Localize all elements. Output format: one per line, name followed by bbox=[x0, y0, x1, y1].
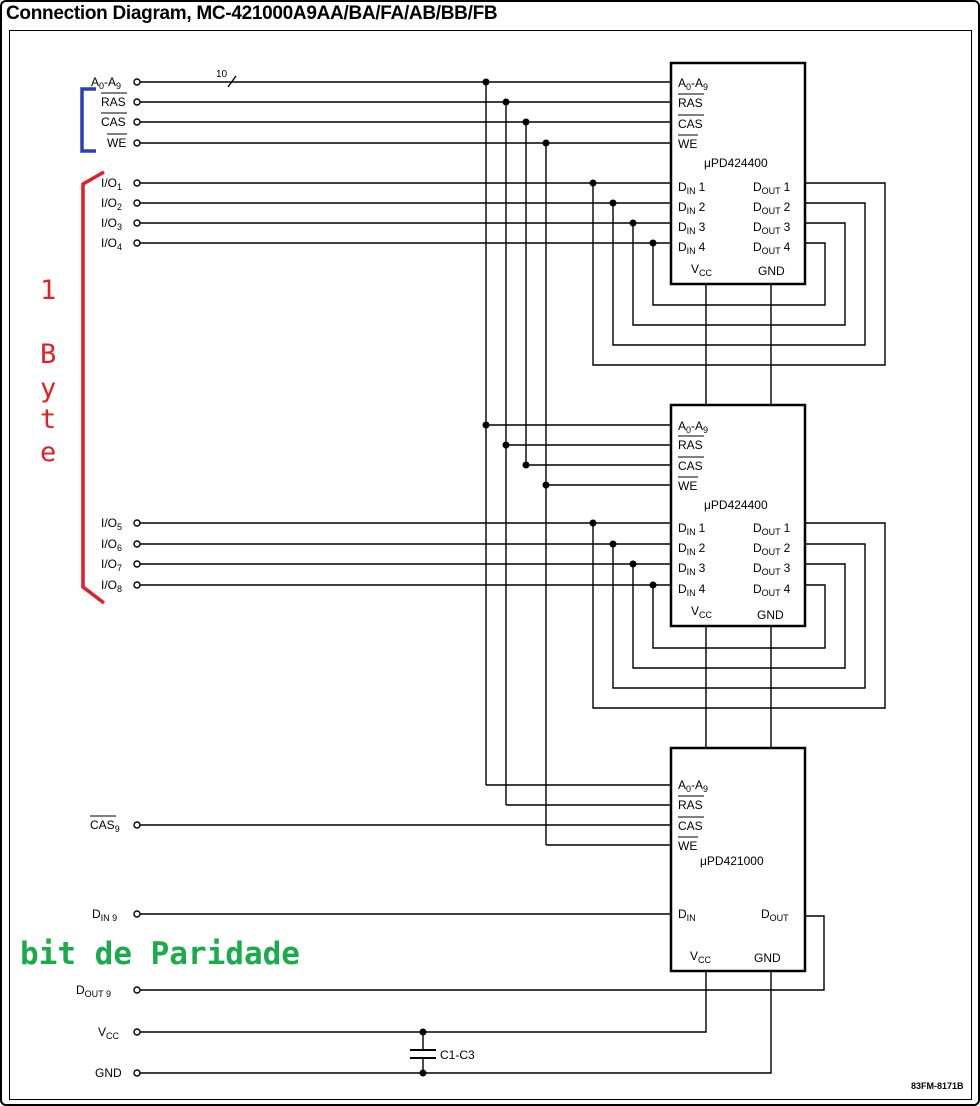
io-group-2 bbox=[140, 519, 886, 709]
svg-text:GND: GND bbox=[757, 608, 784, 622]
io1-label: I/O1 bbox=[101, 176, 122, 192]
svg-text:DIN: DIN bbox=[678, 907, 696, 923]
byte-annotation-y: y bbox=[40, 373, 56, 404]
junction-dot bbox=[542, 139, 550, 147]
parity-annotation: bit de Paridade bbox=[20, 936, 300, 972]
terminals bbox=[133, 78, 141, 1077]
io8-label: I/O8 bbox=[101, 578, 122, 594]
capacitor-symbol bbox=[410, 1028, 436, 1077]
dout9-label: DOUT 9 bbox=[76, 983, 111, 999]
byte-annotation-e: e bbox=[40, 437, 56, 468]
svg-text:VCC: VCC bbox=[690, 949, 712, 965]
chip-1-part: μPD424400 bbox=[704, 156, 768, 170]
io3-label: I/O3 bbox=[101, 216, 122, 232]
svg-text:WE: WE bbox=[678, 839, 697, 853]
svg-text:GND: GND bbox=[758, 264, 785, 278]
svg-text:RAS: RAS bbox=[678, 798, 703, 812]
chip-2-part: μPD424400 bbox=[704, 498, 768, 512]
junction-dot bbox=[482, 421, 490, 429]
svg-text:WE: WE bbox=[678, 137, 697, 151]
io4-label: I/O4 bbox=[101, 236, 122, 252]
cas-signal-label: CAS bbox=[101, 115, 126, 129]
dout9-wire bbox=[140, 915, 825, 991]
we-signal-label: WE bbox=[107, 136, 126, 150]
svg-text:WE: WE bbox=[678, 479, 697, 493]
gnd-label: GND bbox=[95, 1066, 122, 1080]
svg-text:RAS: RAS bbox=[678, 96, 703, 110]
junction-dot bbox=[502, 441, 510, 449]
address-signal-label: A0-A9 bbox=[91, 75, 121, 91]
chip-2-body bbox=[669, 403, 807, 628]
ras-signal-label: RAS bbox=[101, 95, 126, 109]
bus-width-label: 10 bbox=[216, 69, 228, 80]
control-bracket bbox=[80, 87, 96, 153]
diagram-border bbox=[9, 30, 972, 1100]
svg-text:VCC: VCC bbox=[691, 604, 713, 620]
io2-label: I/O2 bbox=[101, 196, 122, 212]
svg-text:VCC: VCC bbox=[691, 262, 713, 278]
vcc-wire bbox=[140, 971, 707, 1033]
svg-text:CAS: CAS bbox=[678, 117, 703, 131]
chip-3-part: μPD421000 bbox=[700, 854, 764, 868]
svg-text:DOUT: DOUT bbox=[761, 907, 789, 923]
junction-dot bbox=[482, 78, 490, 86]
io7-label: I/O7 bbox=[101, 557, 122, 573]
byte-bracket bbox=[81, 170, 106, 605]
svg-text:GND: GND bbox=[754, 951, 781, 965]
io5-label: I/O5 bbox=[101, 516, 122, 532]
byte-annotation-b: B bbox=[40, 339, 56, 370]
gnd-wire bbox=[140, 971, 772, 1074]
junction-dot bbox=[522, 118, 530, 126]
byte-annotation-t: t bbox=[40, 404, 56, 435]
diagram-title: Connection Diagram, MC-421000A9AA/BA/FA/… bbox=[6, 3, 498, 24]
capacitor-label: C1-C3 bbox=[440, 1048, 475, 1062]
chip-3-body bbox=[669, 746, 807, 973]
chip-3-pins: A0-A9 RAS CAS WE μPD421000 DIN DOUT VCC … bbox=[678, 778, 789, 965]
din9-label: DIN 9 bbox=[92, 907, 117, 923]
cas9-label: CAS9 bbox=[90, 818, 120, 834]
junction-dot bbox=[502, 98, 510, 106]
svg-text:A0-A9: A0-A9 bbox=[678, 419, 708, 435]
drawing-code: 83FM-8171B bbox=[911, 1081, 964, 1091]
byte-annotation-1: 1 bbox=[40, 275, 56, 306]
io6-label: I/O6 bbox=[101, 537, 122, 553]
svg-text:CAS: CAS bbox=[678, 459, 703, 473]
junction-dot bbox=[542, 481, 550, 489]
svg-text:A0-A9: A0-A9 bbox=[678, 778, 708, 794]
chip-1-body bbox=[669, 61, 807, 286]
svg-text:RAS: RAS bbox=[678, 438, 703, 452]
junction-dot bbox=[522, 461, 530, 469]
vcc-label: VCC bbox=[98, 1025, 120, 1041]
bus-slash-mark bbox=[227, 75, 237, 88]
svg-text:A0-A9: A0-A9 bbox=[678, 76, 708, 92]
io-group-1 bbox=[140, 179, 886, 366]
svg-text:CAS: CAS bbox=[678, 819, 703, 833]
